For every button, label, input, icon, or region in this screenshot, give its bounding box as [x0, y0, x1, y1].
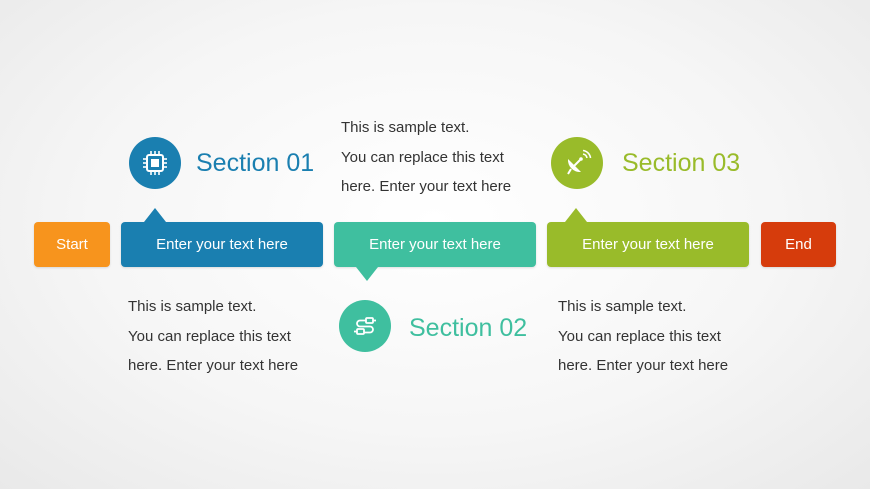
section-01-box-text: Enter your text here: [156, 236, 288, 253]
end-label: End: [785, 236, 812, 253]
section-01-line-1: This is sample text.: [128, 298, 257, 315]
section-03-line-3: here. Enter your text here: [558, 357, 729, 374]
end-box: End: [761, 222, 836, 267]
section-01-pointer: [144, 208, 166, 222]
section-03-line-1: This is sample text.: [558, 298, 687, 315]
section-02-box: Enter your text here: [334, 222, 536, 267]
section-02-line-2: You can replace this text: [341, 148, 504, 166]
section-01-icon-circle: [129, 137, 181, 189]
section-03-title: Section 03: [622, 149, 741, 177]
section-01-paragraph: This is sample text. You can replace thi…: [128, 292, 298, 381]
satellite-dish-icon: [567, 149, 592, 175]
section-01-box: Enter your text here: [121, 222, 323, 267]
section-02-icon-circle: [339, 300, 391, 352]
chip-icon: [143, 151, 167, 175]
section-02-pointer: [356, 267, 378, 281]
start-box: Start: [34, 222, 110, 267]
section-01-line-2: You can replace this text: [128, 327, 291, 345]
section-03-box-text: Enter your text here: [582, 236, 714, 253]
section-01-line-3: here. Enter your text here: [128, 357, 299, 374]
section-02-paragraph: This is sample text. You can replace thi…: [341, 113, 511, 202]
section-03-line-2: You can replace this text: [558, 327, 721, 345]
section-03-icon-circle: [551, 137, 603, 189]
section-03-paragraph: This is sample text. You can replace thi…: [558, 292, 728, 381]
section-02-line-1: This is sample text.: [341, 119, 470, 136]
section-01-title: Section 01: [196, 149, 315, 177]
cable-icon: [354, 317, 376, 335]
section-03-box: Enter your text here: [547, 222, 749, 267]
section-03-pointer: [565, 208, 587, 222]
section-02-box-text: Enter your text here: [369, 236, 501, 253]
start-label: Start: [56, 236, 88, 253]
section-02-title: Section 02: [409, 314, 528, 342]
section-02-line-3: here. Enter your text here: [341, 178, 512, 195]
